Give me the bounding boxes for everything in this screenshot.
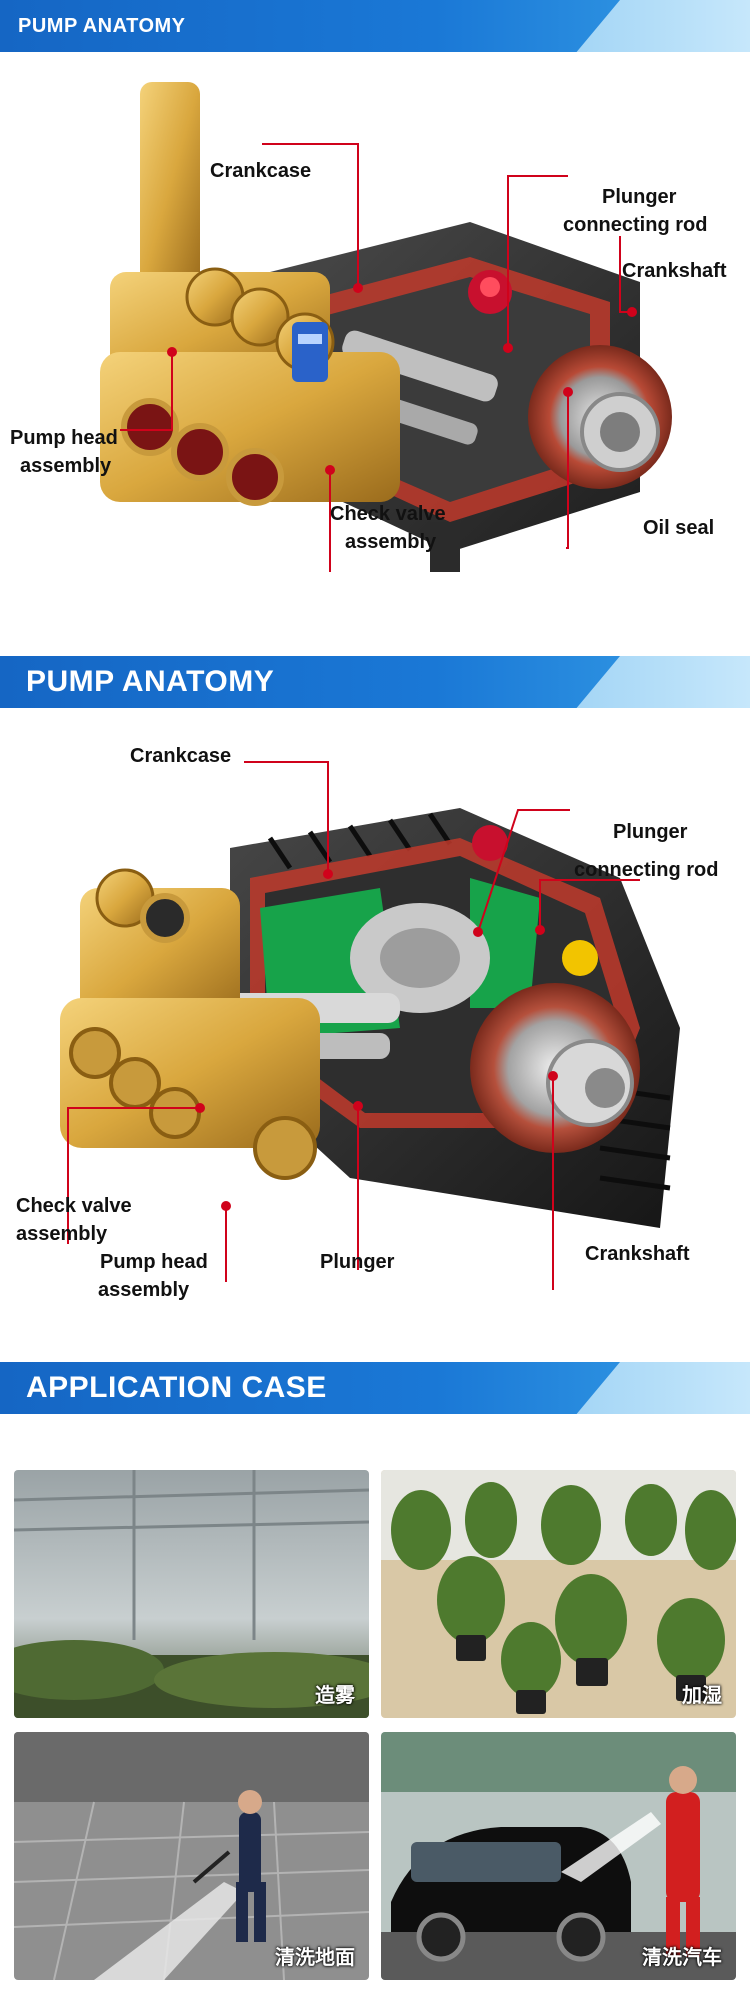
section-title: PUMP ANATOMY [18, 15, 186, 37]
label-plunger-connecting-rod-line2: connecting rod [563, 214, 708, 236]
label-plunger-connecting-rod-line1: Plunger [602, 186, 677, 208]
brass-valve-tower [140, 82, 200, 292]
pump-anatomy-diagram-1: Crankcase Plunger connecting rod Cranksh… [0, 52, 750, 652]
label-crankcase: Crankcase [130, 745, 232, 767]
leader-lines-2 [67, 761, 640, 1290]
label-oil-seal: Oil seal [643, 517, 715, 539]
section-banner-pump-anatomy-2: PUMP ANATOMY [0, 656, 750, 708]
caption-misting: 造雾 [315, 1685, 355, 1707]
label-check-valve-line2: assembly [16, 1223, 108, 1245]
label-pump-head-line2: assembly [20, 455, 112, 477]
application-photo-car-wash: 清洗汽车 [381, 1732, 736, 1980]
label-crankcase: Crankcase [210, 160, 312, 182]
pump-anatomy-diagram-2: Crankcase Plunger connecting rod Check v… [0, 708, 750, 1348]
label-pump-head-line1: Pump head [10, 427, 118, 449]
pump-illustration-1 [100, 82, 672, 572]
application-photo-humidifying: 加湿 [381, 1470, 736, 1718]
label-crankshaft: Crankshaft [585, 1243, 690, 1265]
label-plunger: Plunger [320, 1251, 395, 1273]
check-valve-cutaway [292, 322, 328, 382]
section-title: PUMP ANATOMY [26, 665, 275, 698]
application-photo-misting: 造雾 [14, 1470, 369, 1718]
label-check-valve-line1: Check valve [16, 1195, 132, 1217]
section-banner-application-case: APPLICATION CASE [0, 1362, 750, 1414]
pump-head-block [60, 998, 320, 1148]
caption-humidifying: 加湿 [682, 1685, 722, 1707]
application-photo-floor-cleaning: 清洗地面 [14, 1732, 369, 1980]
label-check-valve-line2: assembly [345, 531, 437, 553]
pump-illustration-2 [60, 761, 680, 1290]
caption-floor-cleaning: 清洗地面 [275, 1947, 355, 1969]
label-plunger-connecting-rod-line2: connecting rod [574, 859, 719, 881]
label-crankshaft: Crankshaft [622, 260, 727, 282]
leader-lines-1 [120, 143, 632, 572]
label-pump-head-line2: assembly [98, 1279, 190, 1301]
label-pump-head-line1: Pump head [100, 1251, 208, 1273]
section-title: APPLICATION CASE [26, 1371, 327, 1404]
caption-car-wash: 清洗汽车 [642, 1947, 722, 1969]
application-case-grid: 造雾 加湿 [0, 1414, 750, 2000]
section-banner-pump-anatomy-1: PUMP ANATOMY [0, 0, 750, 52]
label-plunger-connecting-rod-line1: Plunger [613, 821, 688, 843]
label-check-valve-line1: Check valve [330, 503, 446, 525]
